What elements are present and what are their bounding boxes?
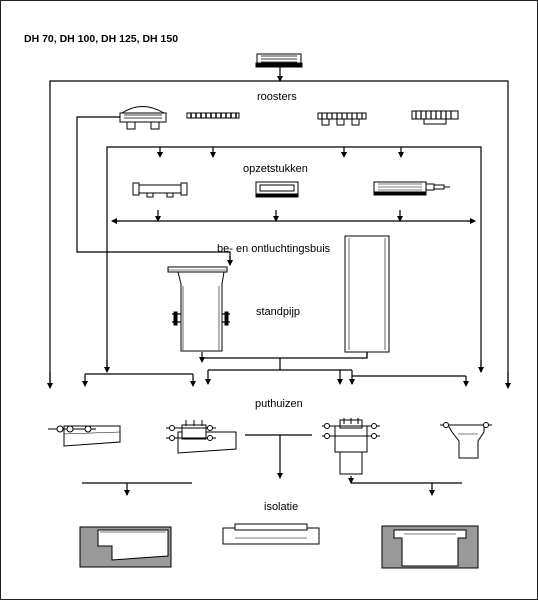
label-puthuizen: puthuizen	[255, 398, 303, 410]
label-ontluchtingsbuis: be- en ontluchtingsbuis	[217, 243, 331, 255]
rooster-flat-icon	[186, 112, 240, 119]
label-standpijp: standpijp	[256, 306, 301, 318]
puthuis-2-icon	[166, 420, 237, 454]
puthuis-4-icon	[440, 422, 492, 459]
standpijp-icon	[167, 266, 230, 352]
puthuis-1-icon	[48, 425, 121, 447]
opzetstuk-3-icon	[373, 181, 450, 196]
diagram-title: DH 70, DH 100, DH 125, DH 150	[24, 33, 179, 45]
rooster-deep-icon	[411, 110, 459, 125]
puthuis-3-icon	[322, 418, 380, 475]
ontluchtingsbuis-icon	[344, 235, 390, 353]
rooster-clamp-icon	[317, 112, 367, 126]
label-roosters: roosters	[257, 91, 297, 103]
isolatie-2-icon	[222, 523, 320, 545]
rooster-dome-icon	[119, 106, 167, 130]
opzetstuk-1-icon	[132, 182, 188, 198]
opzetstuk-2-icon	[255, 181, 299, 198]
connector-lines	[47, 67, 511, 496]
drain-top-icon	[255, 53, 303, 68]
isolatie-1-icon	[79, 526, 172, 568]
label-isolatie: isolatie	[264, 501, 299, 513]
isolatie-3-icon	[381, 525, 479, 569]
label-opzetstukken: opzetstukken	[243, 163, 308, 175]
